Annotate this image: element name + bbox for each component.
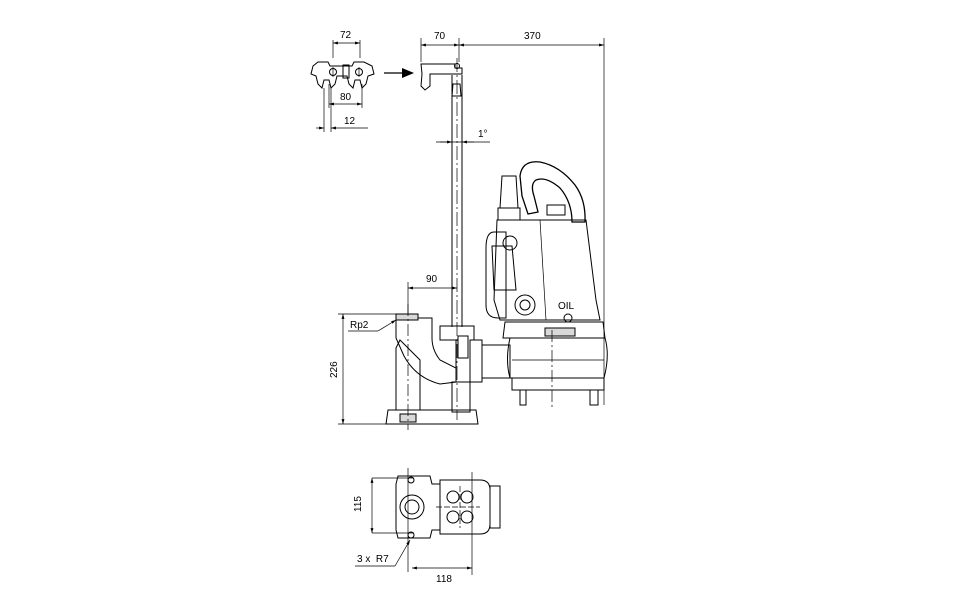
dim-bracket-width: 72 [340, 30, 352, 41]
dim-base-height: 226 [329, 361, 340, 378]
dim-rail-angle: 1° [478, 129, 488, 140]
dim-rail-to-outlet: 90 [426, 274, 438, 285]
dim-base-depth: 115 [353, 496, 364, 512]
dim-bracket-hole-spacing: 80 [340, 92, 352, 103]
dim-mounting-holes: 3 x R7 [357, 554, 389, 565]
dim-overall-width: 370 [524, 31, 541, 42]
coupling-base [385, 282, 479, 430]
dim-rail-offset: 70 [434, 31, 446, 42]
detail-arrow [384, 68, 414, 78]
base-plan-view [355, 468, 501, 575]
guide-rail [420, 58, 490, 420]
dim-bracket-offset: 12 [344, 116, 356, 127]
dim-base-width: 118 [436, 574, 452, 585]
left-dimensions [338, 313, 404, 425]
oil-marking: OIL [558, 301, 575, 312]
pump-body: OIL [469, 161, 608, 410]
dim-outlet-thread: Rp2 [350, 320, 369, 331]
bracket-detail [310, 40, 375, 132]
top-dimensions [420, 38, 605, 405]
